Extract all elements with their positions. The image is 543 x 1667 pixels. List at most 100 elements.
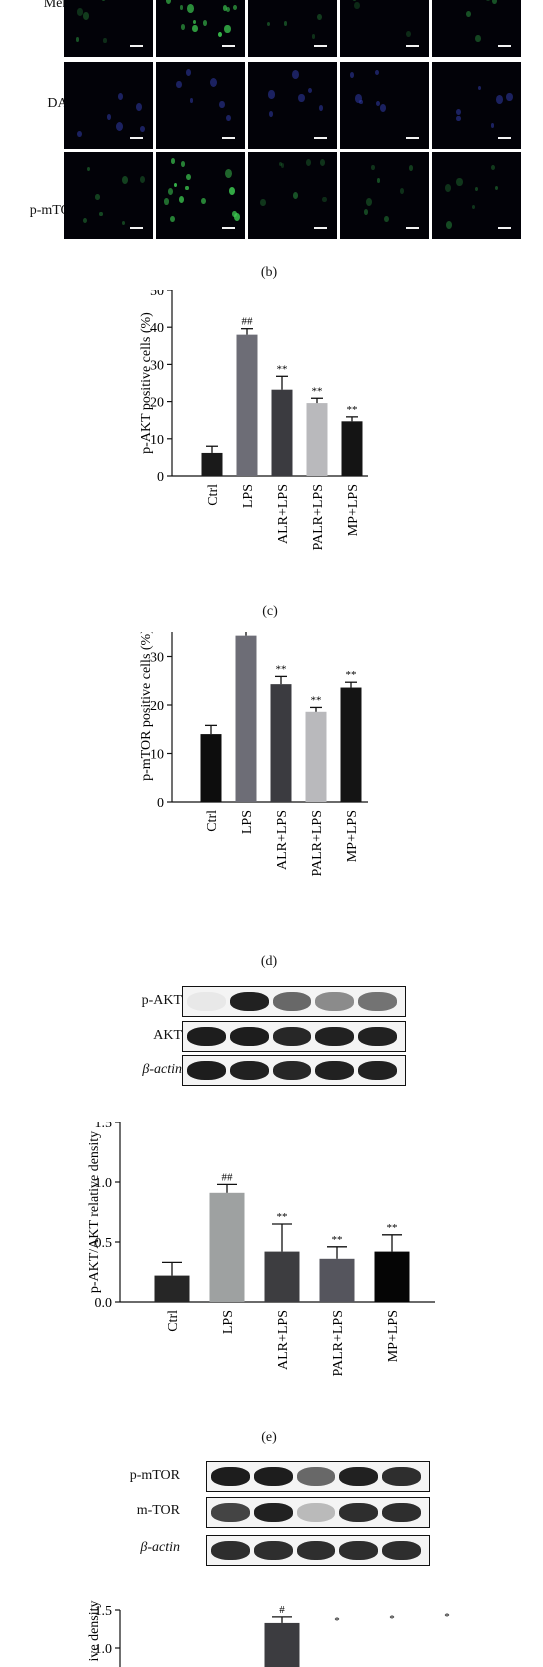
micrograph-panel — [340, 152, 429, 239]
blot-band — [358, 992, 397, 1011]
blot-band — [253, 1467, 293, 1486]
bar — [235, 635, 257, 802]
blot-band — [296, 1503, 336, 1522]
bar — [306, 403, 328, 476]
chart-p-mtor-positive-cells: 010203040p-mTOR positive cells (%)Ctrl##… — [139, 632, 368, 877]
y-tick-label: 0.0 — [95, 1296, 113, 1311]
blot-label-akt: AKT — [153, 1028, 182, 1043]
blot-strip — [182, 986, 406, 1017]
micrograph-panel — [432, 62, 521, 149]
blot-strip — [206, 1497, 430, 1528]
significance-label: ** — [346, 669, 357, 681]
micrograph-panel — [64, 0, 153, 57]
bar — [340, 687, 362, 802]
y-tick-label: 0 — [157, 796, 164, 811]
x-tick-label: ALR+LPS — [276, 1310, 291, 1370]
blot-band — [296, 1467, 336, 1486]
blot-band — [358, 1027, 397, 1046]
blot-label-m-tor: m-TOR — [136, 1503, 180, 1518]
bar — [341, 421, 363, 476]
y-tick-label: 20 — [150, 396, 164, 411]
micrograph-panel — [248, 0, 337, 57]
y-tick-label: 1.5 — [95, 1604, 113, 1619]
scale-bar — [130, 45, 143, 47]
scale-bar — [222, 45, 235, 47]
significance-label: * — [389, 1613, 395, 1625]
x-tick-label: Ctrl — [205, 810, 220, 832]
scale-bar — [222, 227, 235, 229]
micrograph-panel — [432, 0, 521, 57]
bar — [264, 1622, 300, 1667]
significance-label: ** — [347, 404, 358, 416]
significance-label: ** — [312, 385, 323, 397]
blot-band — [339, 1503, 379, 1522]
x-tick-label: ALR+LPS — [276, 484, 291, 544]
x-tick-label: LPS — [221, 1310, 236, 1334]
y-tick-label: 0.5 — [95, 1236, 113, 1251]
micrograph-panel — [340, 62, 429, 149]
scale-bar — [130, 227, 143, 229]
micrograph-panel — [432, 152, 521, 239]
scale-bar — [130, 137, 143, 139]
bar — [201, 452, 223, 476]
y-tick-label: 1.0 — [95, 1642, 113, 1657]
significance-label: ** — [311, 694, 322, 706]
x-tick-label: LPS — [240, 810, 255, 834]
significance-label: ** — [277, 363, 288, 375]
significance-label: # — [279, 1604, 285, 1616]
blot-band — [272, 992, 312, 1011]
significance-label: ** — [332, 1234, 343, 1246]
y-axis-label: p-AKT/AKT relative density — [87, 1131, 102, 1293]
y-tick-label: 10 — [150, 433, 164, 448]
micrograph-panel — [64, 62, 153, 149]
bar — [264, 1251, 300, 1302]
significance-label: ** — [387, 1222, 398, 1234]
micrograph-panel — [340, 0, 429, 57]
significance-label: ## — [242, 316, 254, 328]
blot-band — [187, 992, 226, 1011]
bar — [154, 1275, 190, 1302]
x-tick-label: MP+LPS — [386, 1310, 401, 1362]
bar — [270, 684, 292, 802]
significance-label: * — [444, 1611, 450, 1623]
blot-band — [229, 992, 269, 1011]
x-tick-label: PALR+LPS — [311, 484, 326, 551]
x-tick-label: Ctrl — [166, 1310, 181, 1332]
y-axis-label: ive density — [87, 1600, 102, 1661]
blot-band — [358, 1061, 397, 1080]
bar — [305, 711, 327, 802]
blot-band — [382, 1467, 421, 1486]
y-axis-label: p-AKT positive cells (%) — [139, 312, 154, 454]
x-tick-label: ALR+LPS — [275, 810, 290, 870]
blot-band — [315, 992, 355, 1011]
blot-strip — [182, 1021, 406, 1052]
blot-band — [296, 1541, 336, 1560]
x-tick-label: LPS — [241, 484, 256, 508]
scale-bar — [498, 227, 511, 229]
bar — [319, 1258, 355, 1302]
scale-bar — [498, 137, 511, 139]
y-tick-label: 20 — [150, 699, 164, 714]
blot-label-p-akt: p-AKT — [141, 993, 182, 1008]
chart-p-akt-akt-density: 0.00.51.01.5p-AKT/AKT relative densityCt… — [87, 1122, 435, 1377]
significance-label: ## — [222, 1171, 234, 1183]
scale-bar — [498, 45, 511, 47]
blot-strip — [206, 1461, 430, 1492]
blot-strip — [206, 1535, 430, 1566]
blot-label-beta-actin: β-actin — [142, 1062, 182, 1077]
x-tick-label: PALR+LPS — [331, 1310, 346, 1377]
blot-band — [229, 1027, 269, 1046]
y-tick-label: 0 — [157, 470, 164, 485]
blot-band — [211, 1541, 250, 1560]
scale-bar — [406, 137, 419, 139]
blot-band — [272, 1061, 312, 1080]
micrograph-panel — [64, 152, 153, 239]
blot-strip — [182, 1055, 406, 1086]
y-tick-label: 40 — [150, 321, 164, 336]
bar — [200, 734, 222, 802]
scale-bar — [314, 227, 327, 229]
x-tick-label: PALR+LPS — [310, 810, 325, 877]
blot-band — [339, 1541, 379, 1560]
blot-band — [211, 1503, 250, 1522]
